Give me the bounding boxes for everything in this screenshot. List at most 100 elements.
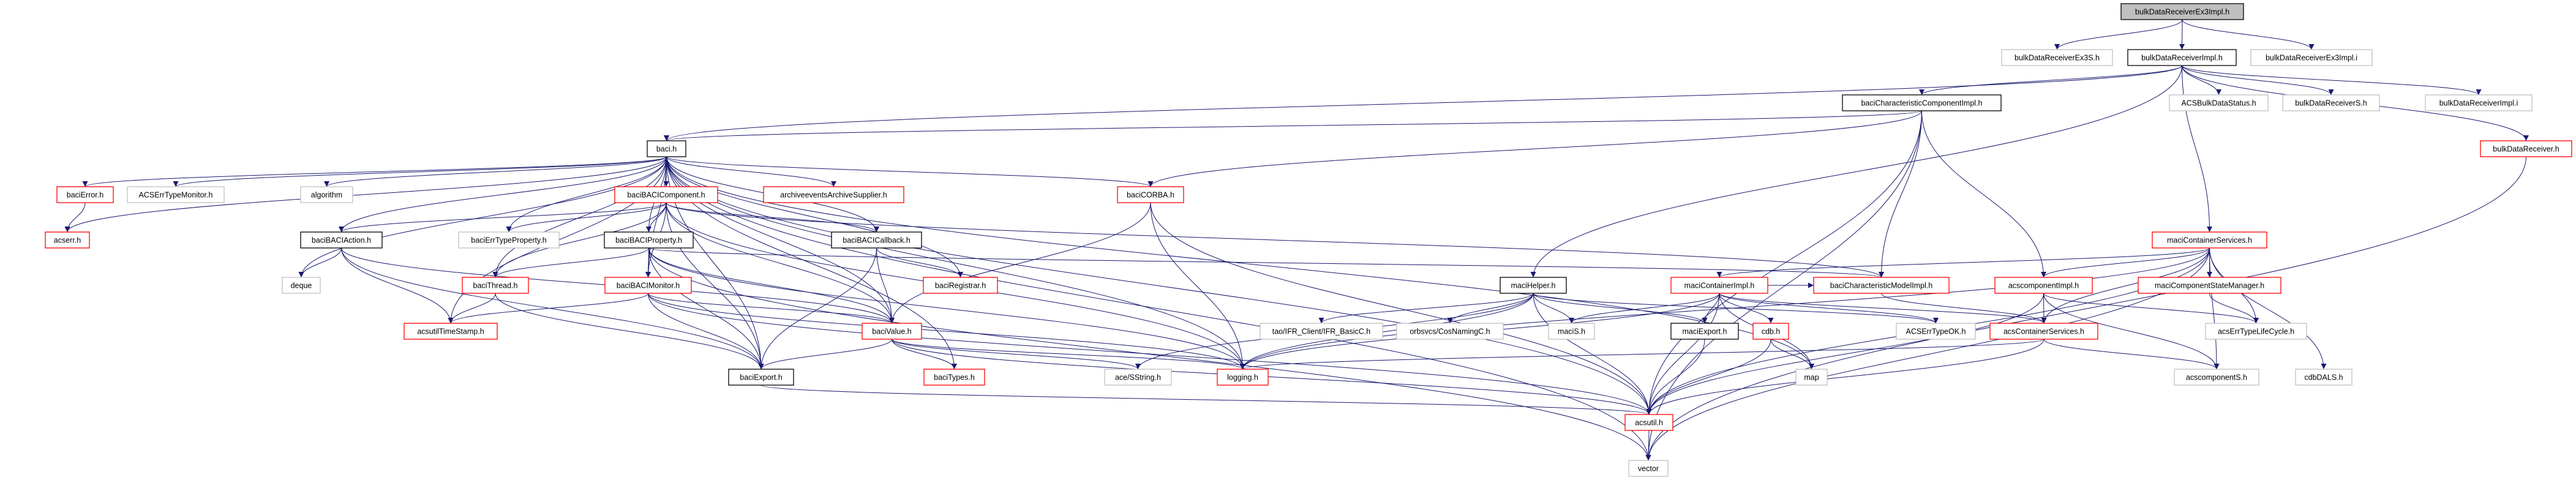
node-label: acsutil.h bbox=[1635, 419, 1663, 427]
edge-acscomponentimpl-h-to-acserrtypelifecycle-h bbox=[2043, 293, 2259, 324]
node-box[interactable] bbox=[45, 231, 90, 249]
node-bulkdatareceiver-h[interactable]: bulkDataReceiver.h bbox=[2480, 140, 2572, 157]
node-box[interactable] bbox=[923, 277, 998, 294]
node-box[interactable] bbox=[462, 277, 529, 294]
node-macihelper-h[interactable]: maciHelper.h bbox=[1500, 277, 1567, 294]
node-box[interactable] bbox=[1989, 323, 2098, 340]
node-box[interactable] bbox=[1994, 277, 2093, 294]
node-box bbox=[2282, 94, 2380, 111]
edge-acscontainerservices-h-to-acscomponents-h bbox=[2043, 339, 2220, 370]
node-acscomponentimpl-h[interactable]: acscomponentImpl.h bbox=[1994, 277, 2093, 294]
node-tao-ifr-client-ifr-basicc-h: tao/IFR_Client/IFR_BasicC.h bbox=[1260, 323, 1383, 340]
edge-baci-h-to-bacibaciaction-h bbox=[339, 156, 667, 233]
node-bacivalue-h[interactable]: baciValue.h bbox=[862, 323, 922, 340]
node-box[interactable] bbox=[1217, 369, 1269, 386]
edge-acscomponentimpl-h-to-acscontainerservices-h bbox=[2041, 293, 2047, 324]
node-maciexport-h[interactable]: maciExport.h bbox=[1670, 323, 1739, 340]
node-box bbox=[2205, 323, 2307, 340]
node-acserrtypelifecycle-h: acsErrTypeLifeCycle.h bbox=[2205, 323, 2307, 340]
node-label: logging.h bbox=[1227, 373, 1258, 382]
node-macicomponentstatemanager-h[interactable]: maciComponentStateManager.h bbox=[2138, 277, 2281, 294]
node-baciregistrar-h[interactable]: baciRegistrar.h bbox=[923, 277, 998, 294]
node-box[interactable] bbox=[614, 186, 718, 203]
node-box[interactable] bbox=[2152, 231, 2267, 249]
edge-bacicharacteristiccomponentimpl-h-to-bacicharacteristicmodelimpl-h bbox=[1879, 110, 1922, 278]
node-bulkdatareceiverex3impl-h[interactable]: bulkDataReceiverEx3Impl.h bbox=[2120, 3, 2244, 20]
node-label: baciBACICallback.h bbox=[843, 236, 911, 245]
node-box[interactable] bbox=[763, 186, 904, 203]
node-cdb-h[interactable]: cdb.h bbox=[1752, 323, 1789, 340]
node-bacicorba-h[interactable]: baciCORBA.h bbox=[1117, 186, 1184, 203]
node-bacibaciproperty-h[interactable]: baciBACIProperty.h bbox=[604, 231, 694, 249]
node-label: archiveeventsArchiveSupplier.h bbox=[780, 191, 887, 200]
node-box[interactable] bbox=[1842, 94, 2002, 111]
node-box[interactable] bbox=[2120, 3, 2244, 20]
edge-bacibacimonitor-h-to-baciexport-h bbox=[648, 293, 764, 370]
node-baciexport-h[interactable]: baciExport.h bbox=[728, 369, 794, 386]
node-box[interactable] bbox=[728, 369, 794, 386]
node-bulkdatareceiverimpl-h[interactable]: bulkDataReceiverImpl.h bbox=[2127, 49, 2237, 66]
node-box[interactable] bbox=[1813, 277, 1950, 294]
node-label: baciTypes.h bbox=[934, 373, 975, 382]
node-bacibaciaction-h[interactable]: baciBACIAction.h bbox=[300, 231, 383, 249]
edge-bacivalue-h-to-logging-h bbox=[892, 339, 1245, 370]
edge-baci-h-to-map bbox=[666, 156, 1814, 370]
node-box[interactable] bbox=[2127, 49, 2237, 66]
node-box[interactable] bbox=[831, 231, 922, 249]
node-label: acscomponentS.h bbox=[2186, 373, 2247, 382]
edge-bacibaciaction-h-to-baciexport-h bbox=[341, 247, 764, 370]
edge-bacibacicomponent-h-to-bacierrtypeproperty-h bbox=[506, 202, 667, 233]
node-acserr-h[interactable]: acserr.h bbox=[45, 231, 90, 249]
node-box[interactable] bbox=[1500, 277, 1567, 294]
node-box[interactable] bbox=[2138, 277, 2281, 294]
node-box bbox=[2250, 49, 2373, 66]
node-bacierror-h[interactable]: baciError.h bbox=[56, 186, 114, 203]
node-box[interactable] bbox=[2480, 140, 2572, 157]
node-box[interactable] bbox=[300, 231, 383, 249]
node-box[interactable] bbox=[56, 186, 114, 203]
edge-bacibaciaction-h-to-deque bbox=[298, 247, 342, 278]
node-bacitypes-h[interactable]: baciTypes.h bbox=[923, 369, 985, 386]
node-label: maciComponentStateManager.h bbox=[2155, 282, 2264, 290]
node-acsutiltimestamp-h[interactable]: acsutilTimeStamp.h bbox=[404, 323, 498, 340]
node-label: maciS.h bbox=[1558, 328, 1585, 336]
node-acsutil-h[interactable]: acsutil.h bbox=[1624, 414, 1673, 431]
node-acscontainerservices-h[interactable]: acsContainerServices.h bbox=[1989, 323, 2098, 340]
edge-acsutil-h-to-vector bbox=[1645, 430, 1651, 461]
node-label: acsContainerServices.h bbox=[2003, 328, 2084, 336]
node-macicontainerservices-h[interactable]: maciContainerServices.h bbox=[2152, 231, 2267, 249]
node-box[interactable] bbox=[1752, 323, 1789, 340]
node-box[interactable] bbox=[923, 369, 985, 386]
node-box[interactable] bbox=[1670, 277, 1768, 294]
node-box bbox=[2425, 94, 2533, 111]
node-macicontainerimpl-h[interactable]: maciContainerImpl.h bbox=[1670, 277, 1768, 294]
node-label: baciRegistrar.h bbox=[935, 282, 986, 290]
edge-baci-h-to-bacierrtypeproperty-h bbox=[506, 156, 667, 233]
node-box[interactable] bbox=[1670, 323, 1739, 340]
edge-macihelper-h-to-maciexport-h bbox=[1533, 293, 1708, 324]
node-label: baciCharacteristicComponentImpl.h bbox=[1861, 99, 1982, 108]
node-box[interactable] bbox=[604, 231, 694, 249]
node-box[interactable] bbox=[404, 323, 498, 340]
node-logging-h[interactable]: logging.h bbox=[1217, 369, 1269, 386]
node-box[interactable] bbox=[862, 323, 922, 340]
edge-baci-h-to-acsutil-h bbox=[666, 156, 1652, 415]
node-label: maciContainerImpl.h bbox=[1684, 282, 1755, 290]
edge-macicontainerimpl-h-to-acscontainerservices-h bbox=[1719, 293, 2047, 324]
node-bacithread-h[interactable]: baciThread.h bbox=[462, 277, 529, 294]
edge-bulkdatareceiverimpl-h-to-macihelper-h bbox=[1530, 65, 2182, 278]
edge-bulkdatareceiverimpl-h-to-bacicharacteristiccomponentimpl-h bbox=[1919, 65, 2182, 96]
node-bacibacicallback-h[interactable]: baciBACICallback.h bbox=[831, 231, 922, 249]
node-box[interactable] bbox=[604, 277, 692, 294]
node-baci-h[interactable]: baci.h bbox=[647, 140, 686, 157]
edge-bacibacicallback-h-to-baciregistrar-h bbox=[876, 247, 963, 278]
node-bacicharacteristicmodelimpl-h[interactable]: baciCharacteristicModelImpl.h bbox=[1813, 277, 1950, 294]
node-archiveeventsarchivesupplier-h[interactable]: archiveeventsArchiveSupplier.h bbox=[763, 186, 904, 203]
node-box[interactable] bbox=[1117, 186, 1184, 203]
edge-bacibacicallback-h-to-bacivalue-h bbox=[876, 247, 895, 324]
node-box[interactable] bbox=[1624, 414, 1673, 431]
node-box[interactable] bbox=[647, 140, 686, 157]
node-bacicharacteristiccomponentimpl-h[interactable]: baciCharacteristicComponentImpl.h bbox=[1842, 94, 2002, 111]
node-bacibacicomponent-h[interactable]: baciBACIComponent.h bbox=[614, 186, 718, 203]
node-bacibacimonitor-h[interactable]: baciBACIMonitor.h bbox=[604, 277, 692, 294]
